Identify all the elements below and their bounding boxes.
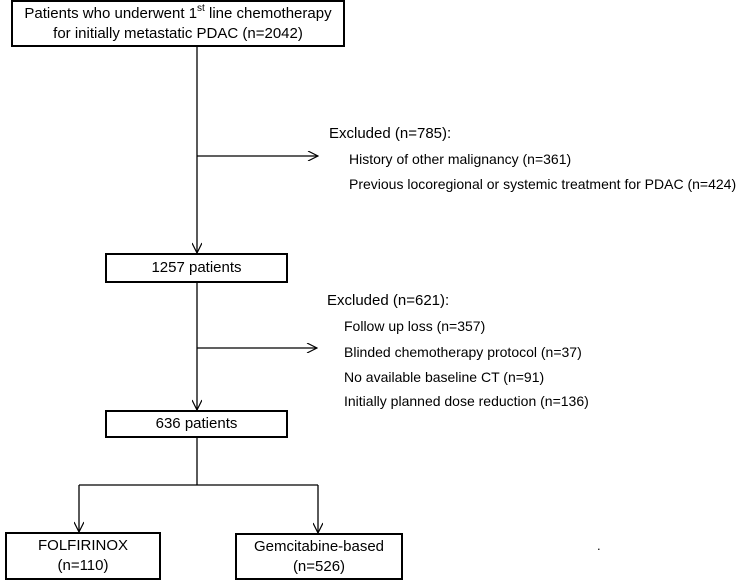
excluded2-item-1: Follow up loss (n=357)	[344, 318, 486, 334]
excluded1-item-1: History of other malignancy (n=361)	[349, 151, 572, 167]
initial-cohort-line2: for initially metastatic PDAC (n=2042)	[53, 24, 303, 42]
box-1257-label: 1257 patients	[151, 259, 242, 276]
excluded1-title: Excluded (n=785):	[329, 125, 452, 142]
excluded2-title: Excluded (n=621):	[327, 292, 450, 309]
box-folfirinox: FOLFIRINOX (n=110)	[5, 532, 161, 580]
gemcitabine-n: (n=526)	[292, 557, 346, 575]
stray-mark: .	[597, 538, 601, 553]
initial-cohort-line1: Patients who underwent 1st line chemothe…	[24, 2, 332, 22]
excluded2-item-2: Blinded chemotherapy protocol (n=37)	[344, 344, 582, 360]
folfirinox-n: (n=110)	[57, 557, 109, 574]
folfirinox-label: FOLFIRINOX	[37, 537, 128, 554]
excluded2-item-3: No available baseline CT (n=91)	[344, 369, 545, 385]
gemcitabine-label: Gemcitabine-based	[253, 537, 385, 555]
box-636-label: 636 patients	[155, 415, 238, 432]
box-1257-patients: 1257 patients	[105, 253, 288, 283]
box-initial-cohort: Patients who underwent 1st line chemothe…	[11, 0, 345, 47]
box-gemcitabine: Gemcitabine-based (n=526)	[235, 533, 403, 580]
excluded1-item-2: Previous locoregional or systemic treatm…	[349, 176, 736, 192]
box-636-patients: 636 patients	[105, 410, 288, 438]
excluded2-item-4: Initially planned dose reduction (n=136)	[344, 393, 589, 409]
